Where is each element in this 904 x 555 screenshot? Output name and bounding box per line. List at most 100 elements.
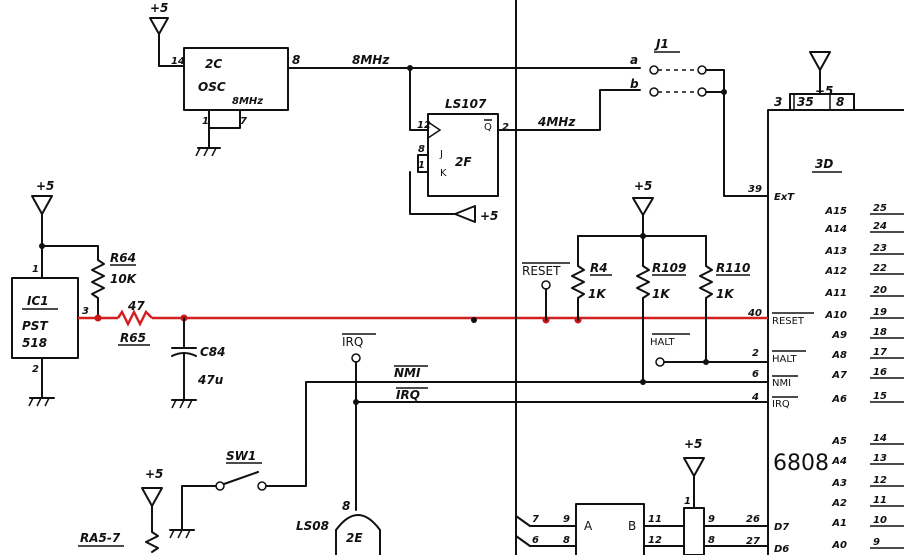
gate-part: LS08 [296,519,329,533]
resistor-r64: R64 10K [91,251,138,319]
cpu-addr-pin-14: 10 [873,515,887,526]
c84-ref: C84 [200,345,226,359]
ra-power: +5 RA5-7 [78,467,163,553]
cpu-addr-name-11: A4 [831,456,847,467]
cpu-addr-pin-3: 22 [873,263,887,274]
cpu-part: 6808 [773,451,829,476]
r109-ref: R109 [652,261,686,275]
cpu-addr-name-6: A9 [831,330,847,341]
clock-4mhz-net [497,89,641,131]
osc-power-label: +5 [150,1,168,15]
reset-test-point[interactable]: RESET [522,262,570,321]
cpu-addr-name-1: A14 [824,224,847,235]
cpu-data-name-0: D7 [774,522,789,533]
cpu-addr-pin-11: 13 [873,453,887,464]
lower-out0: 9 [708,514,715,525]
lower-pin-l0: 7 [532,514,539,525]
switch-sw1[interactable]: SW1 [169,449,307,539]
ic1-pin1: 1 [32,264,39,275]
osc-pin-gnd: 1 [202,116,209,127]
ff-power-label: +5 [480,209,498,223]
cpu-addr-name-9: A6 [831,394,847,405]
cpu-reset-pin: 40 [747,308,762,319]
pullup-power-label: +5 [634,179,652,193]
lower-pin-r0: 11 [648,514,662,525]
cpu-addr-name-3: A12 [824,266,847,277]
cpu-halt-pin: 2 [752,348,759,359]
cpu-addr-name-15: A0 [831,540,847,551]
cpu-addr-pin-7: 17 [873,347,887,358]
resistor-r4: R4 1K [571,235,612,321]
cpu-addr-pin-8: 16 [873,367,887,378]
ff-j-pin: 8 [418,144,425,155]
halt-test-point[interactable]: HALT [650,333,769,367]
flip-flop-2f: LS107 2F J K Q 12 2 8 1 +5 [409,67,509,223]
r110-ref: R110 [716,261,750,275]
lower-power-label: +5 [684,437,702,451]
irq-net-label: IRQ [396,388,420,402]
cpu-nmi-pin: 6 [752,369,759,380]
ff-clk-pin: 12 [417,120,431,131]
ic1-supervisor: IC1 PST 518 1 2 3 [11,264,89,407]
clock-net-label: 8MHz [352,53,390,67]
r65-val: 47 [127,299,145,313]
r109-val: 1K [652,287,671,301]
lower-ic: A B 7 9 6 8 11 12 +5 1 9 8 [515,437,769,555]
osc-pin-out: 8 [292,53,300,67]
cpu-addr-pin-4: 20 [873,285,887,296]
resistor-r109: R109 1K [636,235,686,385]
cpu-pin-top-0: 3 [774,95,782,109]
cpu-irq-pin: 4 [751,392,759,403]
cpu-halt: HALT [772,354,798,365]
ic1-part2: 518 [22,336,47,350]
cpu-addr-name-13: A2 [831,498,847,509]
cpu-addr-pin-0: 25 [873,203,887,214]
osc-pin-7: 7 [240,116,247,127]
cpu-pin-top-1: 35 [797,95,814,109]
osc-type: OSC [198,80,226,94]
reset-net-highlight [78,309,768,327]
resistor-pack [683,507,705,555]
lower-pin-r1: 12 [648,535,662,546]
cpu-addr-name-5: A10 [824,310,847,321]
clock-div-label: 4MHz [537,115,576,129]
ic1-ref: IC1 [27,294,49,308]
reset-test-label: RESET [522,264,561,278]
cpu-addr-pin-6: 18 [873,327,887,338]
gate-pin: 8 [342,499,350,513]
jumper-j1[interactable]: J1 a b [630,37,769,197]
ff-part: LS107 [445,97,487,111]
irq-test-point[interactable]: IRQ [342,333,376,511]
c84-val: 47u [197,373,224,387]
ff-q-pin: 2 [502,122,509,133]
cpu-addr-pin-12: 12 [873,475,887,486]
cpu-addr-pin-15: 9 [873,537,880,548]
osc-power-symbol: +5 [149,1,185,67]
ff-k-pin: 1 [418,160,425,171]
ra-power-label: +5 [145,467,163,481]
nmi-net-label: NMI [394,366,421,380]
lower-pin-l3: 8 [563,535,570,546]
r65-ref: R65 [120,331,146,345]
cpu-6808: +5 3 35 8 3D 6808 39 ExT 40 RESET 2 HALT… [746,51,904,555]
lower-ic-b: B [628,519,636,533]
cpu-data-name-1: D6 [774,544,789,555]
cpu-addr-pin-5: 19 [873,307,887,318]
r110-val: 1K [716,287,735,301]
irq-test-label: IRQ [342,335,363,349]
lower-out1: 8 [708,535,715,546]
capacitor-c84: C84 47u [171,317,226,409]
r4-ref: R4 [590,261,608,275]
cpu-nmi: NMI [772,378,791,389]
gate-2e: LS08 8 2E [296,499,381,555]
cpu-data-pin-1: 27 [746,536,760,547]
ic1-part: PST [22,319,48,333]
cpu-addr-name-4: A11 [824,288,847,299]
cpu-ext: ExT [774,192,795,203]
cpu-reset: RESET [772,316,805,327]
ic1-pin3: 3 [82,306,89,317]
lower-pin-l2: 6 [532,535,539,546]
cpu-addr-name-8: A7 [831,370,847,381]
